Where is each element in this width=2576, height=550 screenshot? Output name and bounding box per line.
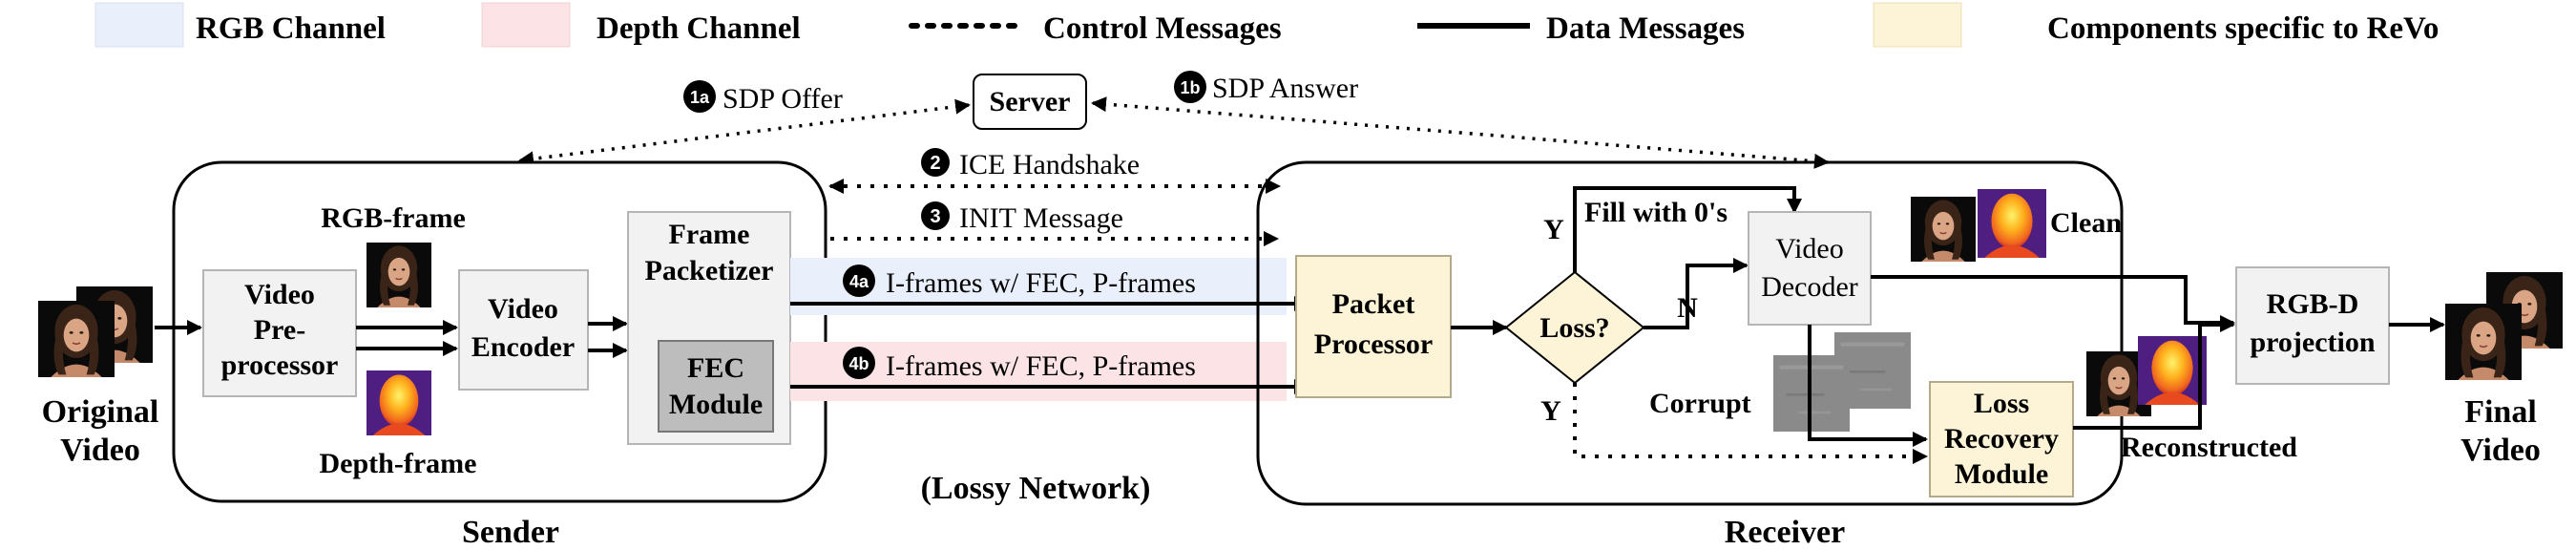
depth-frame-label: Depth-frame — [320, 448, 477, 479]
legend-revo-label: Components specific to ReVo — [2047, 11, 2439, 46]
packet-processor-label-line2: Processor — [1314, 328, 1433, 360]
fec-module-label-line1: FEC — [687, 352, 744, 384]
step-1a-number: 1a — [690, 88, 710, 107]
reconstructed-depth-thumb — [2138, 336, 2207, 405]
legend-data-label: Data Messages — [1546, 11, 1745, 46]
video-encoder-label-line1: Video — [488, 293, 558, 325]
legend-revo-swatch — [1873, 2, 1962, 48]
depth-frame-thumb — [367, 370, 431, 435]
video-encoder-box — [458, 269, 589, 391]
sdp-answer-label: SDP Answer — [1212, 73, 1358, 104]
decoder-to-projection-arrow — [1871, 275, 2235, 330]
rgbd-projection-label-line1: RGB-D — [2267, 288, 2359, 320]
original-video-label-line1: Original — [42, 394, 159, 430]
preprocessor-label-line1: Video — [244, 279, 315, 310]
clean-rgb-thumb — [1911, 197, 1976, 262]
server-box — [973, 74, 1087, 130]
sdp-offer-label: SDP Offer — [723, 83, 843, 115]
step-1b-number: 1b — [1180, 78, 1200, 97]
step-3-badge — [921, 201, 950, 230]
rgbd-projection-box — [2235, 266, 2390, 385]
legend-rgb-label: RGB Channel — [196, 11, 386, 46]
legend-depth-label: Depth Channel — [597, 11, 801, 46]
preprocessor-box — [202, 269, 357, 397]
final-video-label-line2: Video — [2461, 433, 2541, 468]
reconstructed-label: Reconstructed — [2121, 432, 2297, 463]
corrupt-label: Corrupt — [1649, 388, 1751, 419]
fill-zeros-label: Fill with 0's — [1584, 197, 1728, 228]
video-decoder-label-line2: Decoder — [1761, 271, 1858, 303]
fec-module-box — [658, 340, 774, 433]
sender-title: Sender — [462, 515, 559, 550]
video-decoder-label-line1: Video — [1775, 233, 1844, 264]
step-4a-badge — [843, 264, 875, 297]
ice-handshake-label: ICE Handshake — [959, 149, 1140, 180]
legend-depth-swatch — [481, 2, 571, 48]
rgbd-projection-label-line2: projection — [2250, 327, 2375, 358]
legend: RGB Channel Depth Channel Control Messag… — [94, 2, 2439, 48]
step-1b-badge — [1174, 71, 1206, 103]
receiver-container — [1256, 160, 2124, 506]
loss-decision-label: Loss? — [1539, 312, 1609, 344]
legend-rgb-swatch — [94, 2, 184, 48]
step-2-badge — [921, 148, 950, 177]
server-label: Server — [990, 86, 1071, 117]
decoder-to-recovery-arrow — [1808, 325, 1928, 447]
step-2-number: 2 — [930, 153, 940, 174]
legend-control-label: Control Messages — [1043, 11, 1282, 46]
step-3-number: 3 — [930, 206, 940, 227]
loss-yes-bottom-arrow — [1573, 383, 1928, 464]
loss-yes-bottom-label: Y — [1540, 395, 1561, 427]
depth-stream-label: I-frames w/ FEC, P-frames — [886, 350, 1196, 382]
preprocessor-label-line3: processor — [221, 349, 339, 381]
frame-packetizer-label-line2: Packetizer — [645, 255, 774, 286]
packet-processor-box — [1295, 255, 1452, 398]
clean-label: Clean — [2050, 207, 2122, 239]
init-message-label: INIT Message — [959, 202, 1123, 234]
fec-module-label-line2: Module — [669, 389, 763, 420]
fill-zeros-arrow — [1573, 186, 1802, 272]
final-video-label-line1: Final — [2464, 394, 2537, 430]
loss-no-label: N — [1677, 292, 1698, 324]
depth-stream-band — [790, 342, 1287, 401]
original-video-thumbs — [38, 286, 153, 377]
video-encoder-label-line2: Encoder — [471, 331, 575, 363]
preprocessor-label-line2: Pre- — [254, 314, 305, 346]
recovery-to-projection-arrow — [2073, 317, 2235, 430]
step-4b-number: 4b — [848, 354, 869, 373]
rgb-frame-thumb — [367, 243, 431, 307]
sdp-offer-arrow — [518, 98, 971, 167]
loss-recovery-label-line1: Loss — [1974, 388, 2029, 419]
video-decoder-box — [1748, 211, 1872, 326]
sdp-answer-arrow — [1091, 96, 1830, 169]
frame-packetizer-label-line1: Frame — [669, 219, 750, 250]
step-4a-number: 4a — [849, 272, 869, 291]
lossy-network-label: (Lossy Network) — [921, 471, 1151, 506]
step-4b-badge — [843, 347, 875, 379]
original-video-label-line2: Video — [60, 433, 140, 468]
rgb-stream-label: I-frames w/ FEC, P-frames — [886, 267, 1196, 299]
packet-processor-label-line1: Packet — [1332, 288, 1415, 320]
loss-recovery-label-line3: Module — [1955, 458, 2048, 490]
receiver-title: Receiver — [1725, 515, 1845, 550]
clean-depth-thumb — [1978, 189, 2046, 258]
loss-yes-top-label: Y — [1543, 214, 1564, 245]
loss-recovery-label-line2: Recovery — [1944, 423, 2059, 455]
final-video-thumbs — [2445, 272, 2563, 380]
rgb-frame-label: RGB-frame — [321, 202, 466, 234]
loss-recovery-box — [1929, 381, 2074, 497]
step-1a-badge — [683, 80, 716, 113]
loss-no-arrow — [1644, 258, 1749, 329]
